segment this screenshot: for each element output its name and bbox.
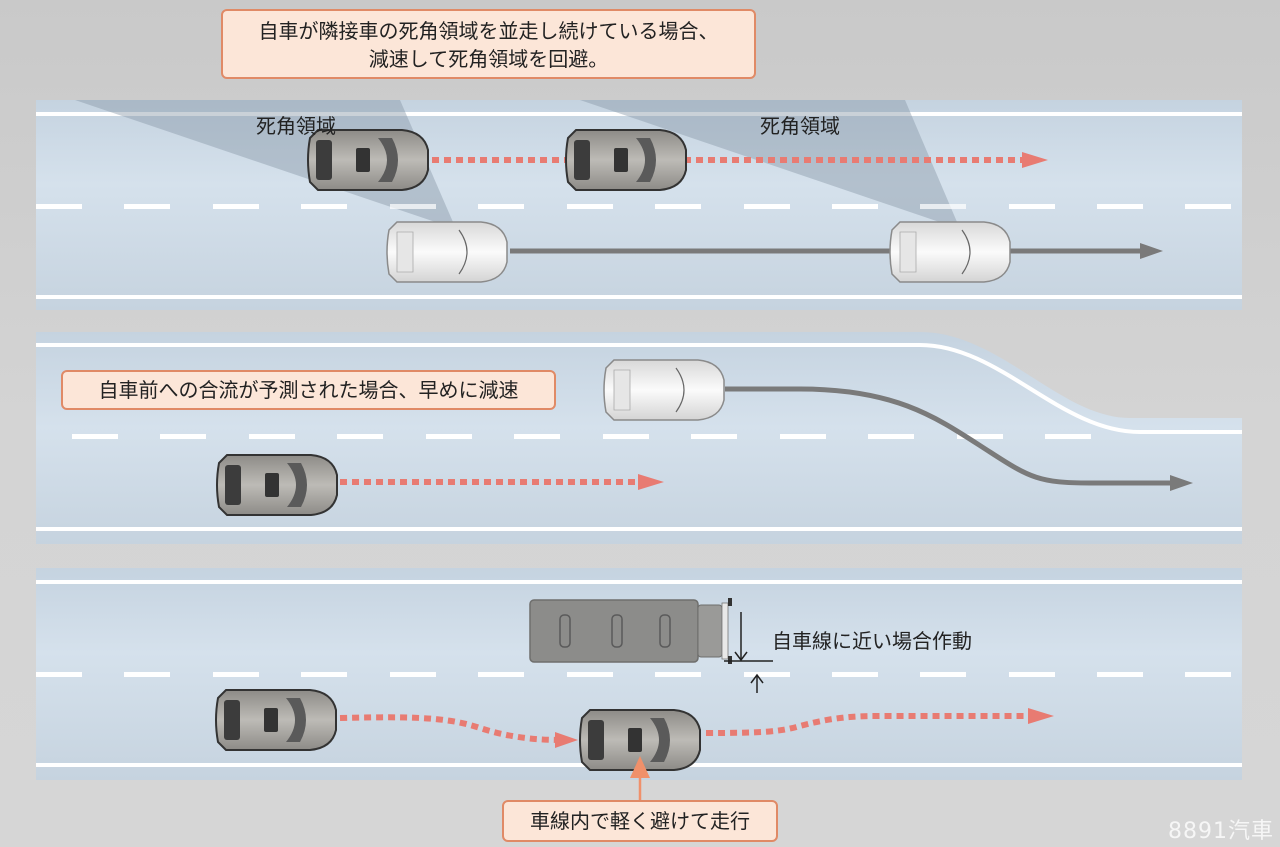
ego-car-scene2 bbox=[216, 454, 338, 516]
blind-spot-label-right: 死角領域 bbox=[760, 114, 840, 138]
merge-callout-text: 自車前への合流が予測された場合、早めに減速 bbox=[98, 378, 519, 402]
truck bbox=[529, 598, 732, 664]
road-scene2-bottom-edge bbox=[36, 527, 1242, 531]
ego-car-1 bbox=[307, 129, 429, 191]
adjacent-car-1 bbox=[386, 221, 508, 283]
lane-divider-scene3 bbox=[36, 672, 1231, 677]
road-scene2-top-edge bbox=[36, 343, 1242, 434]
truck-proximity-label: 自車線に近い場合作動 bbox=[772, 629, 972, 653]
adjacent-car-2 bbox=[889, 221, 1011, 283]
callout-pointer-arrowhead bbox=[630, 756, 650, 778]
ego-path-arrowhead-scene1 bbox=[1022, 152, 1048, 168]
ego-car-scene3-start bbox=[215, 689, 337, 751]
ego-path-arrowhead-scene2 bbox=[638, 474, 664, 490]
merge-callout: 自車前への合流が予測された場合、早めに減速 bbox=[61, 370, 556, 410]
merging-car bbox=[603, 359, 725, 421]
avoid-callout-text: 車線内で軽く避けて走行 bbox=[530, 809, 750, 833]
blind-spot-label-left: 死角領域 bbox=[256, 114, 336, 138]
ego-path-arrowhead-scene3b bbox=[1028, 708, 1054, 724]
lane-divider-scene1 bbox=[36, 204, 1231, 209]
watermark: 8891汽車 bbox=[1168, 819, 1274, 844]
other-path-arrowhead-scene1 bbox=[1140, 243, 1163, 259]
ego-path-scene3-avoid bbox=[339, 714, 561, 743]
avoid-callout: 車線内で軽く避けて走行 bbox=[502, 800, 778, 842]
top-callout-line2: 減速して死角領域を回避。 bbox=[368, 47, 609, 71]
distance-indicator bbox=[724, 612, 773, 693]
ego-path-scene3-return bbox=[705, 713, 1030, 736]
merging-car-path bbox=[725, 386, 1172, 486]
ego-car-2 bbox=[565, 129, 687, 191]
top-callout: 自車が隣接車の死角領域を並走し続けている場合、 減速して死角領域を回避。 bbox=[221, 9, 756, 79]
blind-spot-zone-right bbox=[580, 100, 960, 229]
ego-path-arrowhead-scene3a bbox=[555, 732, 578, 748]
lane-divider-scene2 bbox=[72, 434, 1091, 439]
top-callout-line1: 自車が隣接車の死角領域を並走し続けている場合、 bbox=[258, 19, 719, 43]
merging-car-arrowhead bbox=[1170, 475, 1193, 491]
